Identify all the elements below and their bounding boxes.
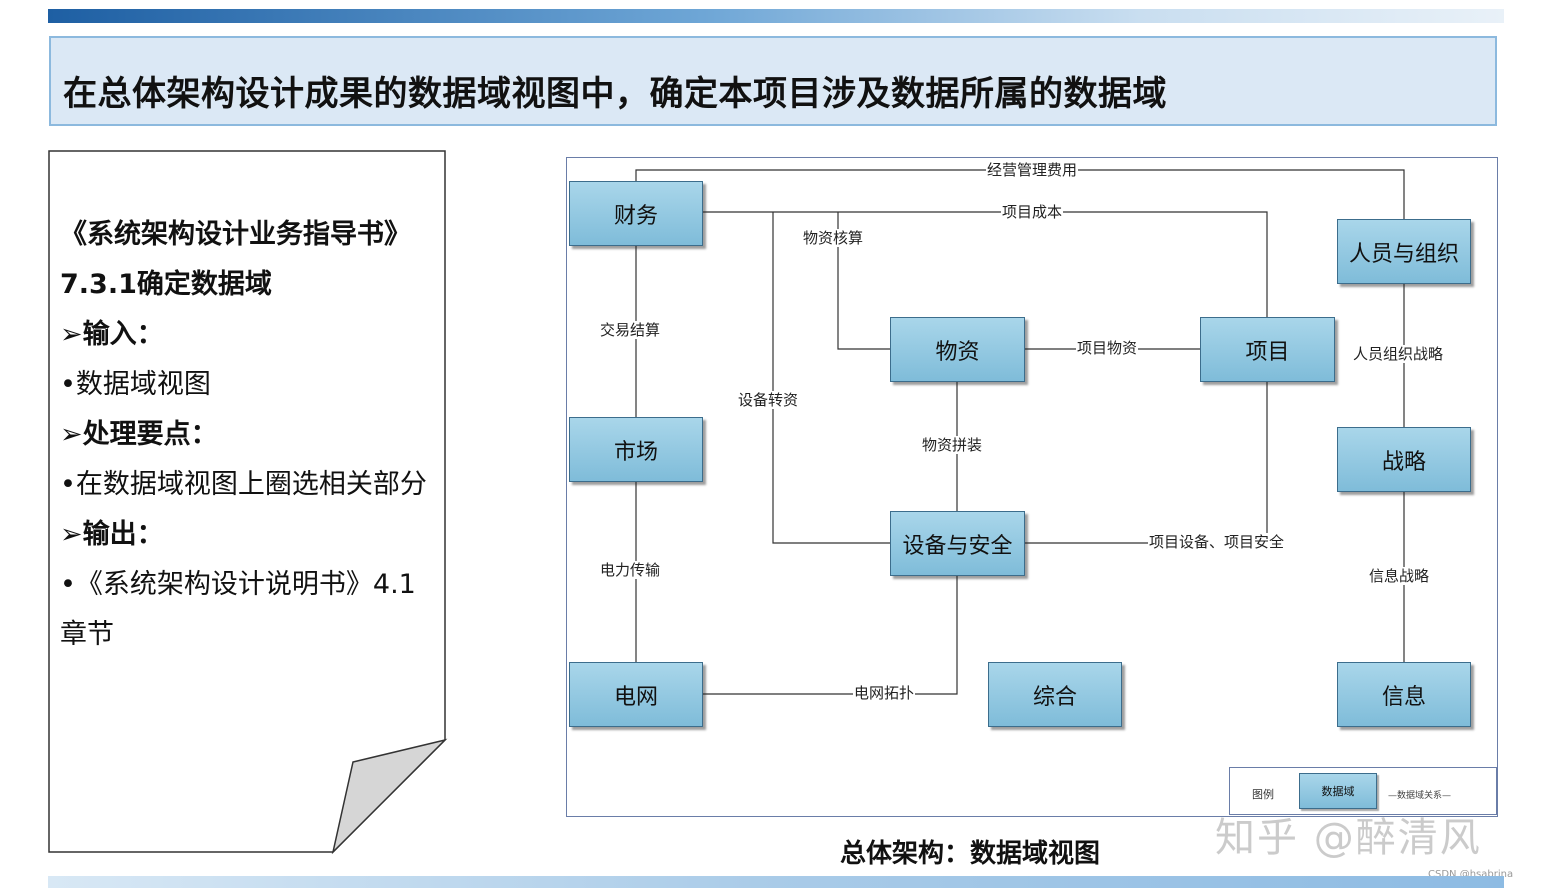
source-credit: CSDN @hsabrina bbox=[1428, 869, 1514, 880]
edge-label-personnel-strategy: 人员组织战略 bbox=[1352, 345, 1445, 363]
top-accent-bar bbox=[48, 9, 1504, 23]
edge-label-material-accounting: 物资核算 bbox=[802, 229, 865, 247]
node-general: 综合 bbox=[988, 662, 1122, 727]
edge-label-project-materials: 项目物资 bbox=[1076, 339, 1139, 357]
edge-label-grid-topology: 电网拓扑 bbox=[853, 684, 916, 702]
legend-domain-swatch: 数据域 bbox=[1299, 773, 1377, 809]
doc-line-process-item: •在数据域视图上圈选相关部分 bbox=[60, 469, 427, 500]
edge-label-power-transmission: 电力传输 bbox=[599, 561, 662, 579]
doc-line-output-heading: ➢输出： bbox=[60, 519, 164, 550]
edge-label-operating-costs: 经营管理费用 bbox=[986, 161, 1079, 179]
node-finance: 财务 bbox=[569, 181, 703, 246]
edge-label-info-strategy: 信息战略 bbox=[1368, 567, 1431, 585]
edge-label-material-assembly: 物资拼装 bbox=[921, 436, 984, 454]
diagram-legend: 图例 数据域 —数据域关系— bbox=[1229, 767, 1497, 815]
node-information: 信息 bbox=[1337, 662, 1471, 727]
node-materials: 物资 bbox=[890, 317, 1025, 382]
doc-line-output-item-cont: 章节 bbox=[60, 619, 114, 650]
node-personnel-organization: 人员与组织 bbox=[1337, 219, 1471, 284]
watermark-text: 知乎 @醉清风 bbox=[1215, 815, 1482, 861]
edge-label-equipment-transfer: 设备转资 bbox=[737, 391, 800, 409]
slide-title: 在总体架构设计成果的数据域视图中，确定本项目涉及数据所属的数据域 bbox=[63, 74, 1167, 114]
node-equipment-safety: 设备与安全 bbox=[890, 511, 1025, 576]
diagram-caption: 总体架构：数据域视图 bbox=[840, 839, 1101, 869]
node-grid: 电网 bbox=[569, 662, 703, 727]
node-project: 项目 bbox=[1200, 317, 1335, 382]
doc-line-guide-title: 《系统架构设计业务指导书》 bbox=[60, 219, 411, 250]
edge-label-trade-settlement: 交易结算 bbox=[599, 321, 662, 339]
doc-line-input-heading: ➢输入： bbox=[60, 319, 164, 350]
doc-line-output-item: •《系统架构设计说明书》4.1 bbox=[60, 569, 416, 600]
bottom-accent-bar bbox=[48, 876, 1504, 888]
doc-line-section: 7.3.1确定数据域 bbox=[60, 269, 272, 300]
guide-document-panel: 《系统架构设计业务指导书》 7.3.1确定数据域 ➢输入： •数据域视图 ➢处理… bbox=[48, 150, 448, 854]
edge-label-project-cost: 项目成本 bbox=[1001, 203, 1064, 221]
edge-label-project-equipment-safety: 项目设备、项目安全 bbox=[1148, 533, 1286, 551]
doc-line-process-heading: ➢处理要点： bbox=[60, 419, 218, 450]
doc-line-input-item: •数据域视图 bbox=[60, 369, 211, 400]
node-market: 市场 bbox=[569, 417, 703, 482]
legend-title: 图例 bbox=[1252, 788, 1274, 801]
node-strategy: 战略 bbox=[1337, 427, 1471, 492]
title-banner: 在总体架构设计成果的数据域视图中，确定本项目涉及数据所属的数据域 bbox=[49, 36, 1497, 126]
paper-sheet-icon bbox=[48, 150, 448, 854]
legend-relation-label: —数据域关系— bbox=[1388, 791, 1452, 801]
